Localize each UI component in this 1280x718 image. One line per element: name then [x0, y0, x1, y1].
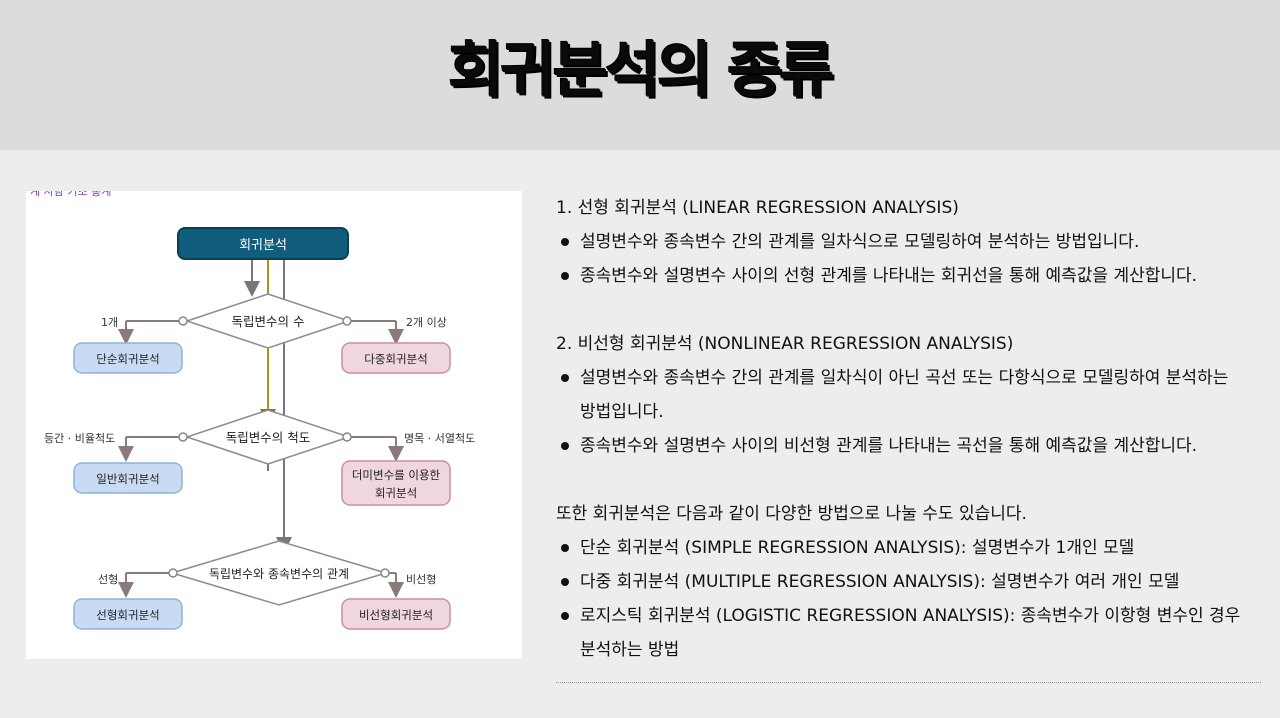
section-3-list: 단순 회귀분석 (SIMPLE REGRESSION ANALYSIS): 설명… — [556, 531, 1246, 667]
edge-node-dot — [342, 432, 352, 442]
decision-1-label: 독립변수의 수 — [232, 314, 305, 329]
regression-flowchart: 회귀분석 독립변수의 수 1개 2개 이상 단순회귀분석 다중회귀분석 독립변수… — [44, 227, 475, 630]
result-box-linear — [73, 598, 183, 630]
root-node-box — [177, 227, 349, 260]
decision-3-right-edge-label: 비선형 — [406, 573, 436, 586]
section-2-heading: 2. 비선형 회귀분석 (NONLINEAR REGRESSION ANALYS… — [556, 334, 1014, 354]
section-1-heading: 1. 선형 회귀분석 (LINEAR REGRESSION ANALYSIS) — [556, 198, 959, 218]
result-simple-label: 단순회귀분석 — [96, 352, 159, 366]
decision-2-label: 독립변수의 척도 — [226, 430, 310, 445]
list-item: 다중 회귀분석 (MULTIPLE REGRESSION ANALYSIS): … — [556, 565, 1246, 599]
decision-1-left-edge-label: 1개 — [101, 316, 118, 329]
result-box-dummy — [341, 460, 451, 506]
decision-1-right-edge-label: 2개 이상 — [406, 316, 447, 329]
list-item: 설명변수와 종속변수 간의 관계를 일차식으로 모델링하여 분석하는 방법입니다… — [556, 225, 1246, 259]
list-item: 단순 회귀분석 (SIMPLE REGRESSION ANALYSIS): 설명… — [556, 531, 1246, 565]
list-item: 로지스틱 회귀분석 (LOGISTIC REGRESSION ANALYSIS)… — [556, 599, 1246, 667]
result-box-general — [73, 462, 183, 494]
page-title: 회귀분석의 종류 — [448, 36, 834, 106]
edge-node-dot — [178, 316, 188, 326]
edge-node-dot — [168, 568, 178, 578]
list-item: 설명변수와 종속변수 간의 관계를 일차식이 아닌 곡선 또는 다항식으로 모델… — [556, 361, 1246, 429]
dotted-divider — [556, 682, 1261, 683]
list-item: 종속변수와 설명변수 사이의 비선형 관계를 나타내는 곡선을 통해 예측값을 … — [556, 429, 1246, 463]
diagram-caption: 계 사람 기초 통계 — [30, 191, 112, 198]
result-box-multiple — [341, 342, 451, 374]
decision-2-left-edge-label: 등간 · 비율척도 — [44, 432, 115, 445]
flowchart-panel: 계 사람 기초 통계 회귀분석 독립변수의 수 1개 2개 이상 단순회귀분석 … — [26, 191, 522, 659]
section-1-list: 설명변수와 종속변수 간의 관계를 일차식으로 모델링하여 분석하는 방법입니다… — [556, 225, 1246, 293]
result-linear-label: 선형회귀분석 — [96, 608, 159, 622]
content-text: 1. 선형 회귀분석 (LINEAR REGRESSION ANALYSIS) … — [556, 191, 1246, 667]
section-2-list: 설명변수와 종속변수 간의 관계를 일차식이 아닌 곡선 또는 다항식으로 모델… — [556, 361, 1246, 463]
result-box-nonlinear — [341, 598, 451, 630]
result-multiple-label: 다중회귀분석 — [364, 352, 427, 366]
decision-2-right-edge-label: 명목 · 서열척도 — [404, 432, 475, 445]
edge-node-dot — [178, 432, 188, 442]
list-item: 종속변수와 설명변수 사이의 선형 관계를 나타내는 회귀선을 통해 예측값을 … — [556, 259, 1246, 293]
result-dummy-label-line1: 더미변수를 이용한 — [352, 468, 441, 482]
header-wave-edge — [0, 112, 1280, 136]
edge-node-dot — [380, 568, 390, 578]
result-box-simple — [73, 342, 183, 374]
edge-node-dot — [342, 316, 352, 326]
result-general-label: 일반회귀분석 — [96, 472, 159, 486]
decision-3-left-edge-label: 선형 — [98, 573, 118, 586]
result-dummy-label-line2: 회귀분석 — [375, 486, 417, 500]
result-nonlinear-label: 비선형회귀분석 — [359, 608, 433, 622]
section-3-intro: 또한 회귀분석은 다음과 같이 다양한 방법으로 나눌 수도 있습니다. — [556, 504, 1027, 524]
root-node-label: 회귀분석 — [239, 238, 287, 253]
decision-3-label: 독립변수와 종속변수의 관계 — [209, 567, 349, 581]
